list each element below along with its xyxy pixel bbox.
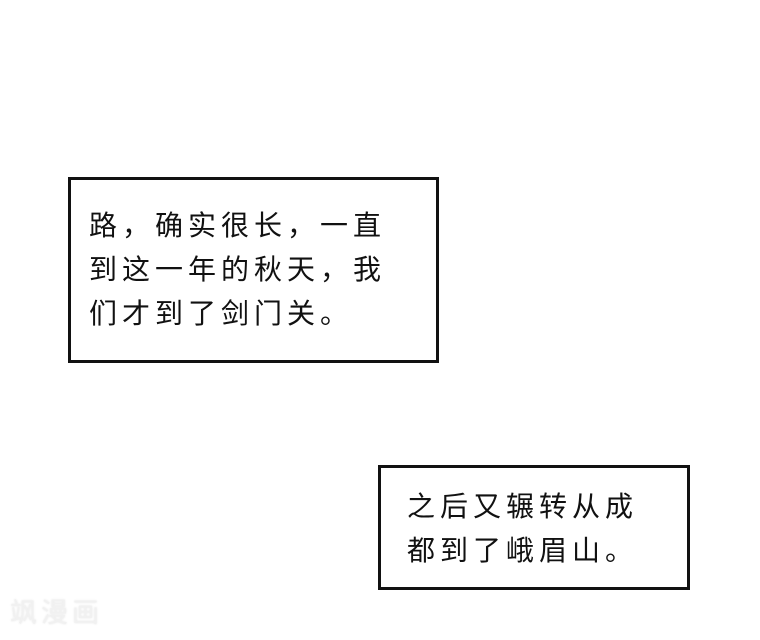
caption-line: 到这一年的秋天，我 xyxy=(89,253,387,286)
caption-line: 们才到了剑门关。 xyxy=(89,297,354,330)
caption-line: 之后又辗转从成 xyxy=(407,490,639,523)
caption-box-2: 之后又辗转从成都到了峨眉山。 xyxy=(378,465,690,590)
caption-text-1: 路，确实很长，一直到这一年的秋天，我们才到了剑门关。 xyxy=(89,204,386,336)
watermark-logo: 飒漫画 xyxy=(10,598,103,629)
caption-line: 路，确实很长，一直 xyxy=(89,209,387,242)
caption-line: 都到了峨眉山。 xyxy=(407,534,639,567)
caption-box-1: 路，确实很长，一直到这一年的秋天，我们才到了剑门关。 xyxy=(68,177,439,363)
caption-text-2: 之后又辗转从成都到了峨眉山。 xyxy=(407,485,638,573)
